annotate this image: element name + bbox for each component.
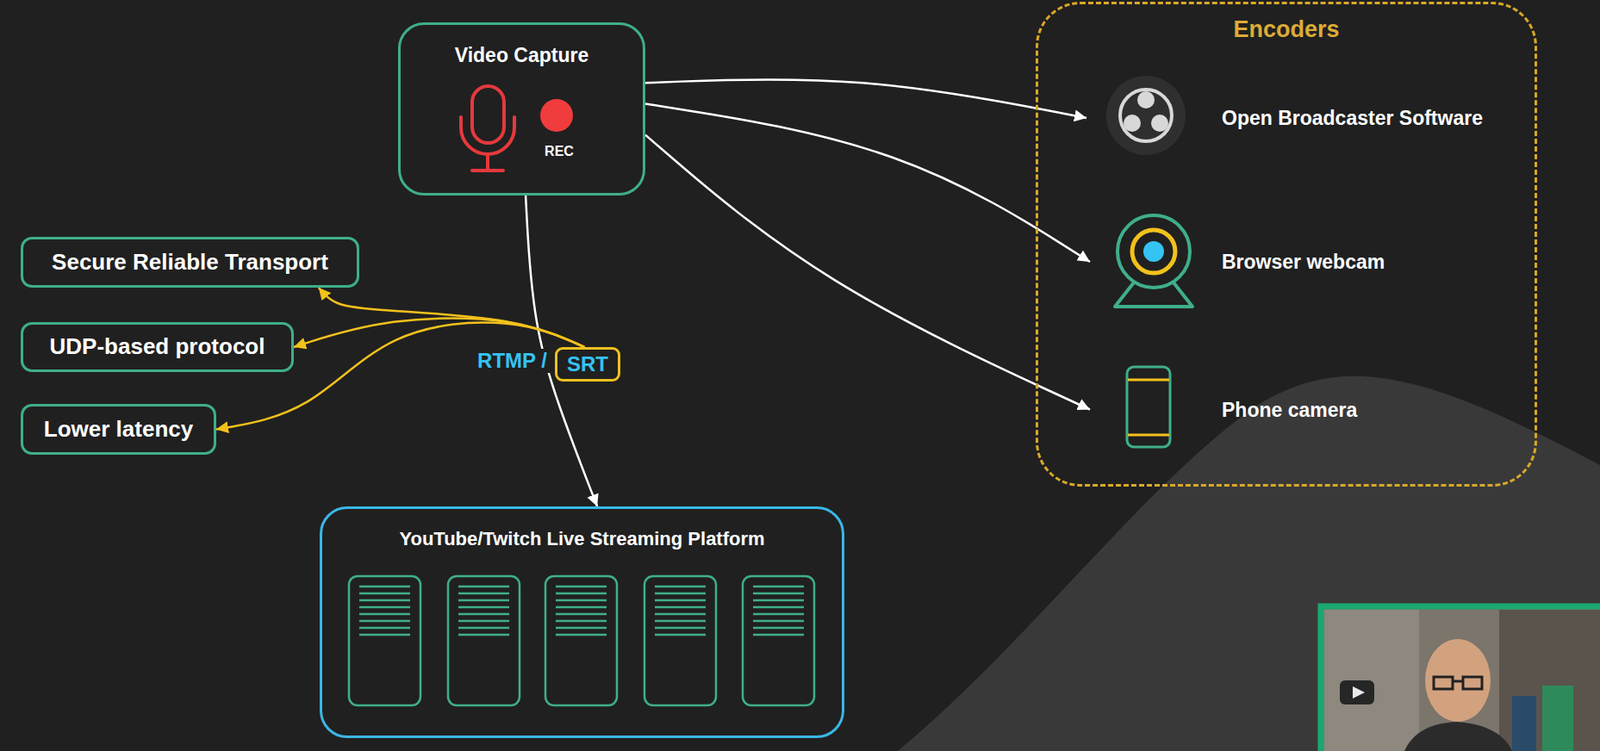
node-title: Lower latency bbox=[43, 417, 193, 443]
server-slots bbox=[753, 586, 804, 636]
encoder-item: Browser webcam bbox=[1089, 209, 1531, 315]
node-title: YouTube/Twitch Live Streaming Platform bbox=[398, 528, 765, 550]
record-dot bbox=[540, 99, 573, 132]
feature-box: UDP-based protocol bbox=[20, 322, 294, 373]
feature-box: Lower latency bbox=[20, 404, 217, 455]
server-rack bbox=[545, 576, 617, 706]
webcam-icon bbox=[1114, 215, 1193, 307]
phone-icon bbox=[1126, 367, 1171, 448]
connector-arrow bbox=[318, 287, 585, 348]
encoder-item: Open Broadcaster Software bbox=[1086, 76, 1531, 160]
thumbnail-play-arrow bbox=[1352, 686, 1365, 699]
protocol-tag: SRT bbox=[554, 347, 621, 382]
connector-arrow bbox=[645, 103, 1090, 262]
feature-box: Secure Reliable Transport bbox=[20, 236, 360, 288]
obs-blob bbox=[1137, 91, 1155, 109]
thumbnail-wall bbox=[1324, 610, 1420, 751]
node-title: Encoders bbox=[1232, 16, 1339, 44]
node-caption: REC bbox=[544, 143, 574, 160]
server-slots bbox=[359, 586, 411, 636]
node-title: Open Broadcaster Software bbox=[1221, 106, 1483, 130]
thumbnail-head bbox=[1425, 639, 1491, 723]
mic-cradle bbox=[460, 117, 515, 155]
webcam-lens bbox=[1143, 241, 1165, 262]
thumbnail-frame bbox=[1320, 606, 1600, 751]
edge-label: RTMP / bbox=[474, 348, 550, 374]
obs-disc bbox=[1106, 75, 1186, 156]
server-rack bbox=[448, 576, 520, 706]
node-title: Phone camera bbox=[1221, 398, 1358, 421]
thumbnail-play-sign bbox=[1339, 680, 1375, 705]
node-title: Secure Reliable Transport bbox=[51, 249, 329, 276]
encoder-item: Phone camera bbox=[1089, 364, 1531, 455]
mic-stand bbox=[472, 154, 504, 171]
connector-arrow bbox=[293, 317, 585, 348]
thumbnail-glasses bbox=[1433, 677, 1482, 690]
platform-box: YouTube/Twitch Live Streaming Platform bbox=[319, 506, 845, 739]
thumbnail-shelf bbox=[1499, 610, 1600, 751]
encoder-group: EncodersOpen Broadcaster SoftwareBrowser… bbox=[1035, 1, 1538, 487]
thumbnail-shoulders bbox=[1404, 722, 1513, 751]
obs-blob bbox=[1151, 114, 1169, 132]
server-rack bbox=[742, 576, 815, 706]
webcam-lens-ring bbox=[1132, 230, 1176, 274]
connector-arrow bbox=[645, 79, 1087, 119]
thumbnail-book bbox=[1512, 696, 1537, 751]
server-slots bbox=[555, 586, 607, 636]
presenter-thumbnail bbox=[1320, 606, 1600, 751]
obs-center bbox=[1140, 110, 1152, 121]
server-rack bbox=[644, 576, 716, 706]
obs-ring bbox=[1120, 89, 1172, 142]
server-slots bbox=[654, 586, 706, 636]
phone-body bbox=[1126, 367, 1171, 448]
node-title: Video Capture bbox=[454, 43, 590, 67]
server-slots bbox=[458, 586, 510, 636]
connector-arrow bbox=[645, 135, 1090, 411]
mic-capsule bbox=[472, 86, 505, 144]
phone-bars bbox=[1127, 379, 1170, 436]
capture-box: Video CaptureREC bbox=[398, 22, 646, 196]
microphone-icon bbox=[460, 86, 515, 171]
server-rack bbox=[348, 576, 421, 706]
webcam-body bbox=[1117, 215, 1190, 288]
node-title: Browser webcam bbox=[1221, 250, 1385, 274]
obs-icon bbox=[1106, 75, 1186, 156]
obs-blob bbox=[1123, 114, 1141, 132]
node-title: UDP-based protocol bbox=[49, 334, 266, 361]
thumbnail-book bbox=[1542, 685, 1574, 751]
server-icons bbox=[348, 576, 815, 706]
node-title: SRT bbox=[566, 352, 609, 377]
